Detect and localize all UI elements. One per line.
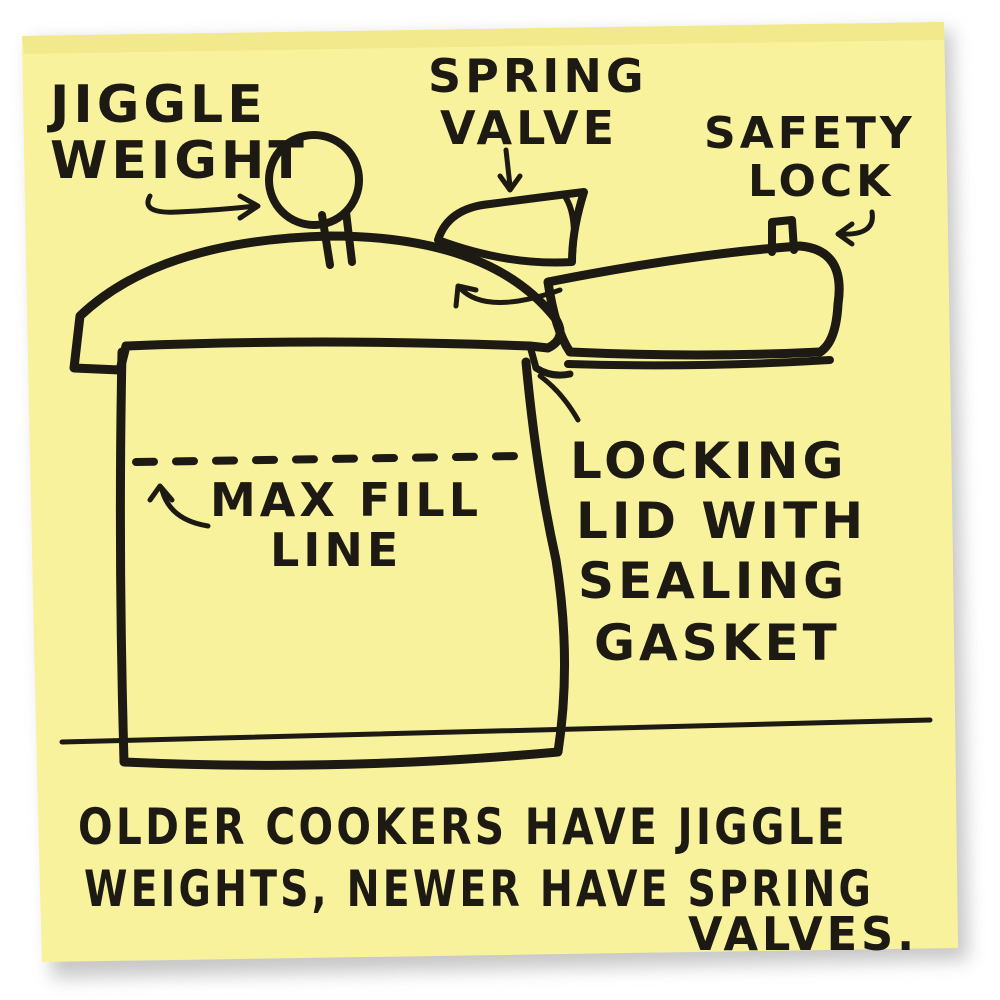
- label-locking-lid-line1: LOCKING: [570, 432, 848, 490]
- label-spring-valve-line1: SPRING: [428, 49, 648, 103]
- label-spring-valve: SPRING VALVE: [428, 49, 648, 155]
- label-max-fill-line1: MAX FILL: [210, 473, 482, 527]
- label-locking-lid-line4: GASKET: [594, 614, 841, 672]
- label-jiggle-weight-line1: JIGGLE: [47, 75, 267, 135]
- label-jiggle-weight-line2: WEIGHT: [50, 131, 308, 191]
- caption-line1: OLDER COOKERS HAVE JIGGLE: [78, 798, 848, 856]
- label-safety-lock-line2: LOCK: [748, 156, 894, 207]
- label-safety-lock-line1: SAFETY: [704, 108, 916, 159]
- label-max-fill-line2: LINE: [270, 523, 402, 577]
- label-locking-lid-line3: SEALING: [578, 552, 848, 610]
- caption-line3: VALVES.: [688, 907, 918, 961]
- label-locking-lid-line2: LID WITH: [576, 492, 867, 550]
- label-spring-valve-line2: VALVE: [440, 101, 618, 155]
- label-locking-lid: LOCKING LID WITH SEALING GASKET: [570, 432, 867, 672]
